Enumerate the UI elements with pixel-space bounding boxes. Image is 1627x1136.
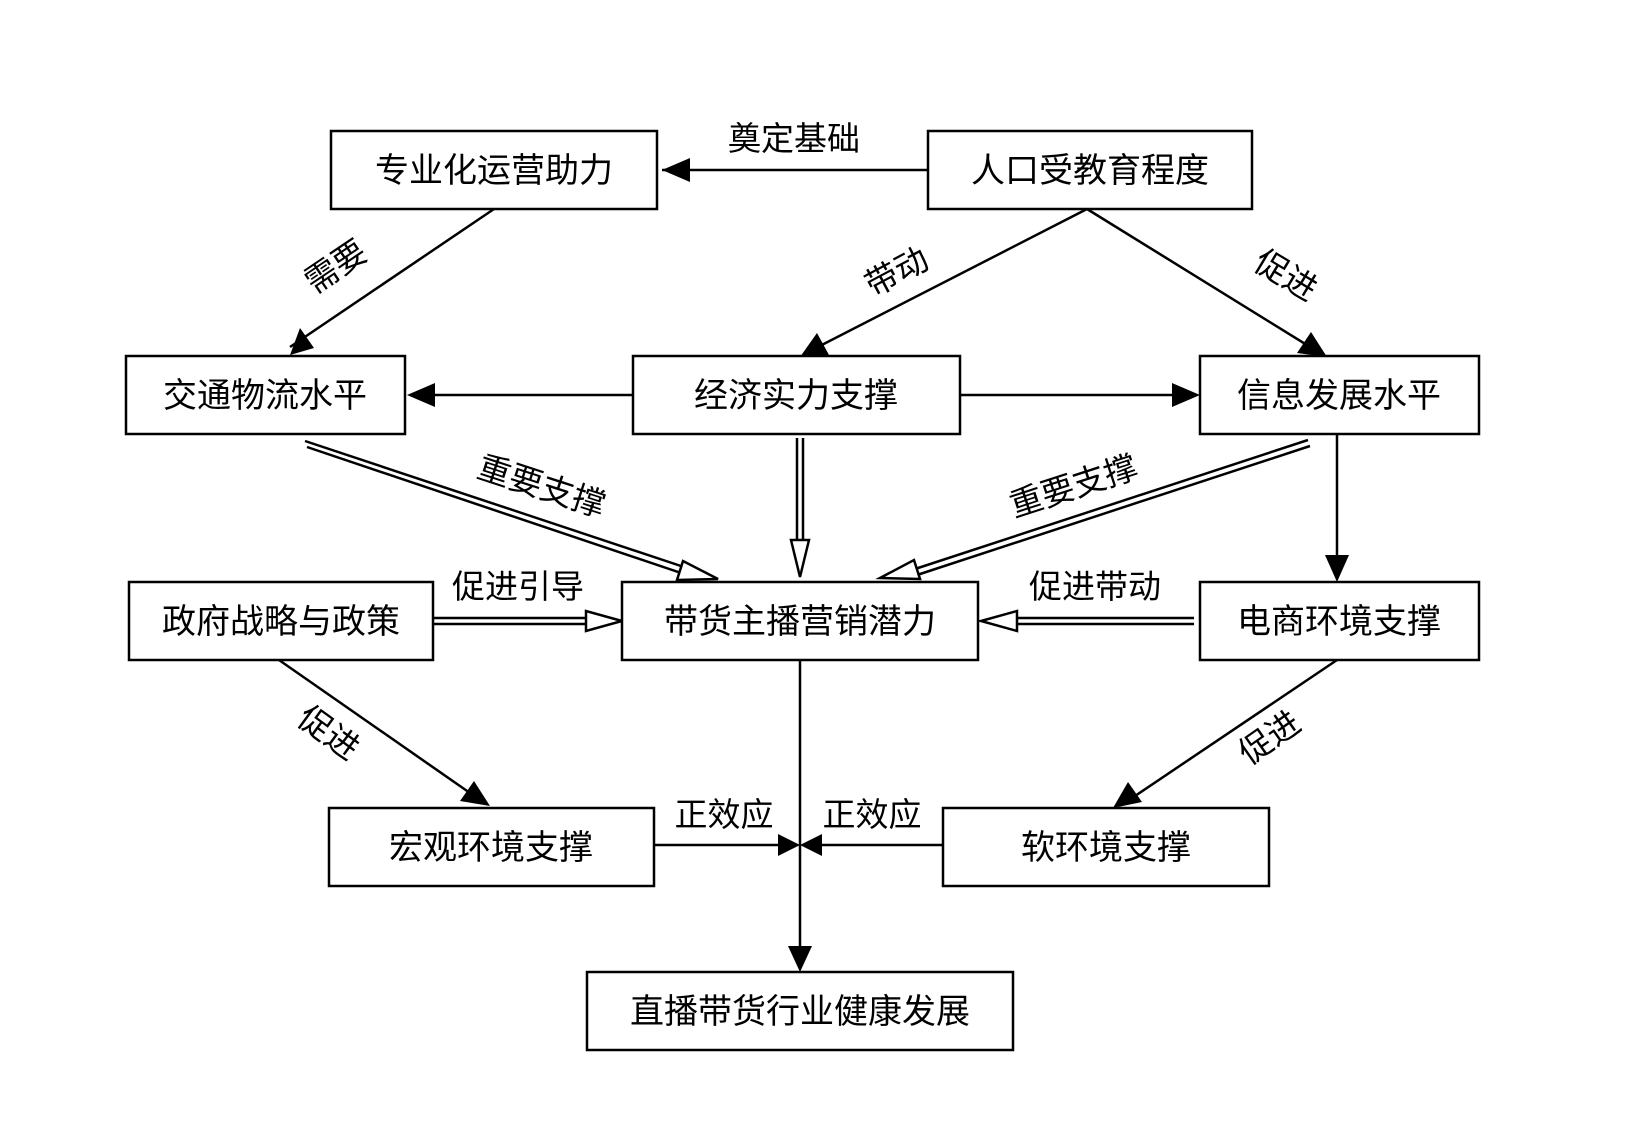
- edge-label-positive-effect-right: 正效应: [823, 795, 922, 834]
- edge-gov-to-macro: [278, 658, 471, 795]
- arrowhead: [800, 834, 822, 856]
- node-label: 宏观环境支撑: [389, 828, 593, 868]
- edge-education-to-info: [1086, 207, 1316, 352]
- node-label: 交通物流水平: [163, 376, 367, 416]
- arrowhead: [1172, 383, 1200, 407]
- arrowhead: [1325, 555, 1349, 582]
- node-info-development: 信息发展水平: [1198, 354, 1481, 436]
- node-label: 软环境支撑: [1021, 828, 1191, 868]
- node-label: 带货主播营销潜力: [664, 602, 936, 642]
- edge-info-to-potential: [875, 438, 1311, 581]
- node-streamer-potential: 带货主播营销潜力: [620, 580, 980, 662]
- arrowhead: [662, 158, 690, 182]
- arrowhead: [1297, 332, 1327, 357]
- node-professional-operation: 专业化运营助力: [329, 129, 659, 211]
- node-label: 直播带货行业健康发展: [630, 992, 970, 1032]
- edge-label-positive-effect-left: 正效应: [675, 795, 774, 834]
- node-macro-env: 宏观环境支撑: [327, 806, 656, 888]
- edge-label-important-support-right: 重要支撑: [1005, 447, 1143, 525]
- arrowhead: [407, 383, 435, 407]
- arrowhead: [460, 781, 490, 806]
- arrowhead: [800, 333, 829, 357]
- edge-logistics-to-potential: [304, 439, 719, 582]
- edge-label-promote-guide: 促进引导: [452, 567, 584, 606]
- node-label: 政府战略与政策: [162, 602, 400, 642]
- node-label: 经济实力支撑: [694, 376, 898, 416]
- edge-label-important-support-left: 重要支撑: [473, 447, 611, 525]
- node-gov-policy: 政府战略与政策: [127, 580, 435, 662]
- arrowhead: [788, 946, 812, 972]
- edge-economic-to-potential: [789, 438, 811, 578]
- edge-label-promote-left-bottom: 促进: [291, 698, 367, 768]
- node-soft-env: 软环境支撑: [941, 806, 1271, 888]
- edge-ecommerce-to-soft: [1134, 658, 1338, 798]
- edge-gov-to-potential: [433, 609, 627, 633]
- edge-label-need: 需要: [297, 232, 374, 301]
- node-traffic-logistics: 交通物流水平: [124, 354, 407, 436]
- node-label: 电商环境支撑: [1237, 602, 1441, 642]
- edge-ecommerce-to-potential: [976, 609, 1194, 633]
- arrowhead: [1113, 782, 1142, 808]
- node-label: 信息发展水平: [1237, 376, 1441, 416]
- node-population-education: 人口受教育程度: [926, 129, 1254, 211]
- edge-label-promote-drive: 促进带动: [1029, 567, 1161, 606]
- arrowhead: [290, 328, 314, 355]
- edge-label-lay-foundation: 奠定基础: [728, 119, 860, 158]
- node-economic-support: 经济实力支撑: [631, 354, 962, 436]
- edge-operation-to-logistics: [289, 207, 495, 349]
- edge-label-promote-right-bottom: 促进: [1231, 703, 1307, 773]
- node-label: 专业化运营助力: [375, 151, 613, 191]
- edge-label-promote-right: 促进: [1248, 241, 1325, 308]
- node-label: 人口受教育程度: [971, 151, 1209, 191]
- node-ecommerce-env: 电商环境支撑: [1198, 580, 1481, 662]
- edge-education-to-economic: [811, 207, 1088, 352]
- node-industry-health: 直播带货行业健康发展: [585, 970, 1015, 1052]
- arrowhead: [778, 834, 800, 856]
- edge-label-drive: 带动: [858, 239, 935, 304]
